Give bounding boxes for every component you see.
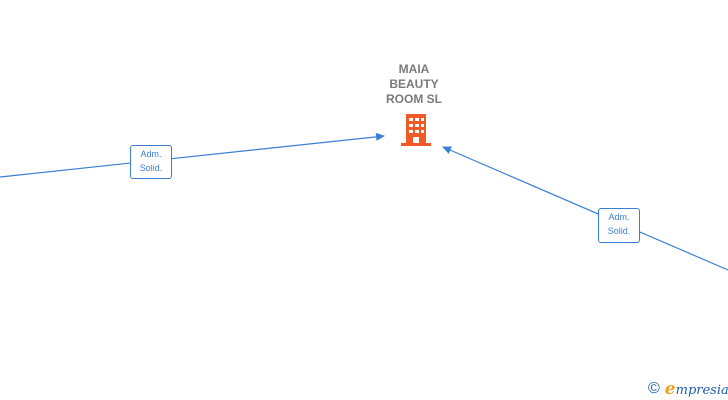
relation-label-left[interactable]: Adm. Solid. xyxy=(130,145,172,179)
company-name[interactable]: MAIA BEAUTY ROOM SL xyxy=(386,62,442,106)
building-icon[interactable] xyxy=(398,112,434,148)
relation-label-line2: Solid. xyxy=(607,226,631,236)
brand-logo: © empresia xyxy=(648,378,728,400)
relation-label-right[interactable]: Adm. Solid. xyxy=(598,208,640,243)
relation-label-line1: Adm. xyxy=(608,212,630,222)
edge-left-to-company xyxy=(0,132,385,178)
relation-label-line1: Adm. xyxy=(140,149,162,159)
copyright-icon: © xyxy=(648,380,660,397)
brand-name: empresia xyxy=(664,379,728,399)
relation-label-line2: Solid. xyxy=(139,163,163,173)
edge-right-to-company xyxy=(442,146,728,271)
